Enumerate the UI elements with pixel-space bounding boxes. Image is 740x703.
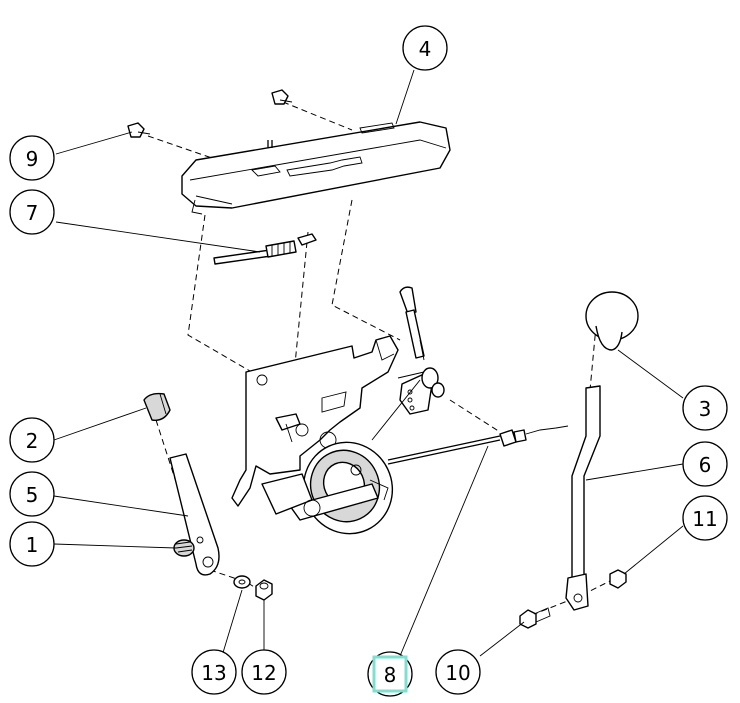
knob-2-part [143,392,171,421]
callout-circle [241,649,287,695]
callout-circle [682,385,728,431]
callout-circle [682,495,728,541]
callout-number: 3 [699,397,712,421]
callout-13: 13 [191,649,237,695]
callout-2: 2 [9,417,55,463]
top-screw-part [271,89,293,105]
knob-3-part [585,291,639,351]
callout-3: 3 [682,385,728,431]
nut-11-part [609,569,627,589]
callout-number: 2 [26,429,39,453]
callout-7: 7 [9,189,55,235]
callout-circle [402,25,448,71]
callout-9: 9 [9,135,55,181]
throttle-cable-part [387,425,569,465]
callout-circle [9,189,55,235]
leader-lines [53,69,684,657]
callout-6: 6 [682,441,728,487]
callout-circle [9,471,55,517]
callout-number: 13 [201,661,226,685]
callout-circle [682,441,728,487]
bolt-10-part [519,607,551,629]
callout-number: 10 [445,661,470,685]
callout-8: 8 [367,651,413,697]
cable-pulley-part [261,441,394,535]
callout-circle [435,649,481,695]
callout-4: 4 [402,25,448,71]
lever-5-part [169,453,220,576]
callout-circle [9,521,55,567]
cover-plate-part [181,121,451,215]
callout-10: 10 [435,649,481,695]
callout-number: 8 [384,663,397,687]
callout-11: 11 [682,495,728,541]
detent-pin-part [213,233,317,265]
callout-circle [9,135,55,181]
callout-circle [367,651,413,697]
callout-number: 5 [26,483,39,507]
callout-12: 12 [241,649,287,695]
callout-number: 6 [699,453,712,477]
callout-5: 5 [9,471,55,517]
callout-number: 4 [419,37,432,61]
screw-9-part [127,122,151,138]
callout-number: 12 [251,661,276,685]
callout-highlight-box [372,655,408,693]
shift-rod-6-part [565,385,601,611]
callout-circle [9,417,55,463]
callout-number: 1 [26,533,39,557]
washer-13-part [233,575,251,589]
spring-1-part [173,539,195,557]
callout-number: 9 [26,147,39,171]
callout-1: 1 [9,521,55,567]
callout-circle [191,649,237,695]
main-bracket-part [231,335,399,507]
throttle-lever-part [397,286,445,415]
callout-number: 11 [692,507,717,531]
nut-12-part [255,579,273,601]
callout-number: 7 [26,201,39,225]
